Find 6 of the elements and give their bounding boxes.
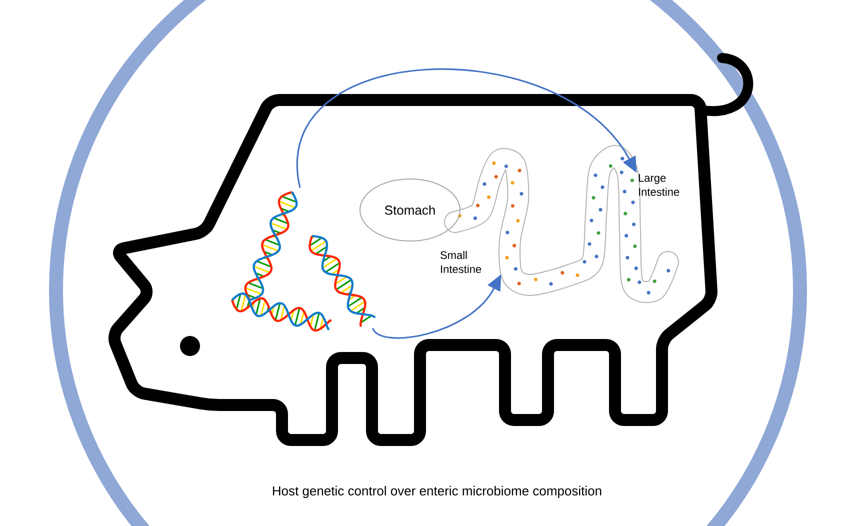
stomach-outline: Stomach xyxy=(360,178,460,242)
organ-label: Small Intestine xyxy=(440,250,482,274)
dna-drawing xyxy=(230,190,376,332)
caption: Host genetic control over enteric microbiome composition xyxy=(272,486,602,498)
arrow xyxy=(297,68,637,188)
organ-label: Large Intestine xyxy=(638,174,680,196)
